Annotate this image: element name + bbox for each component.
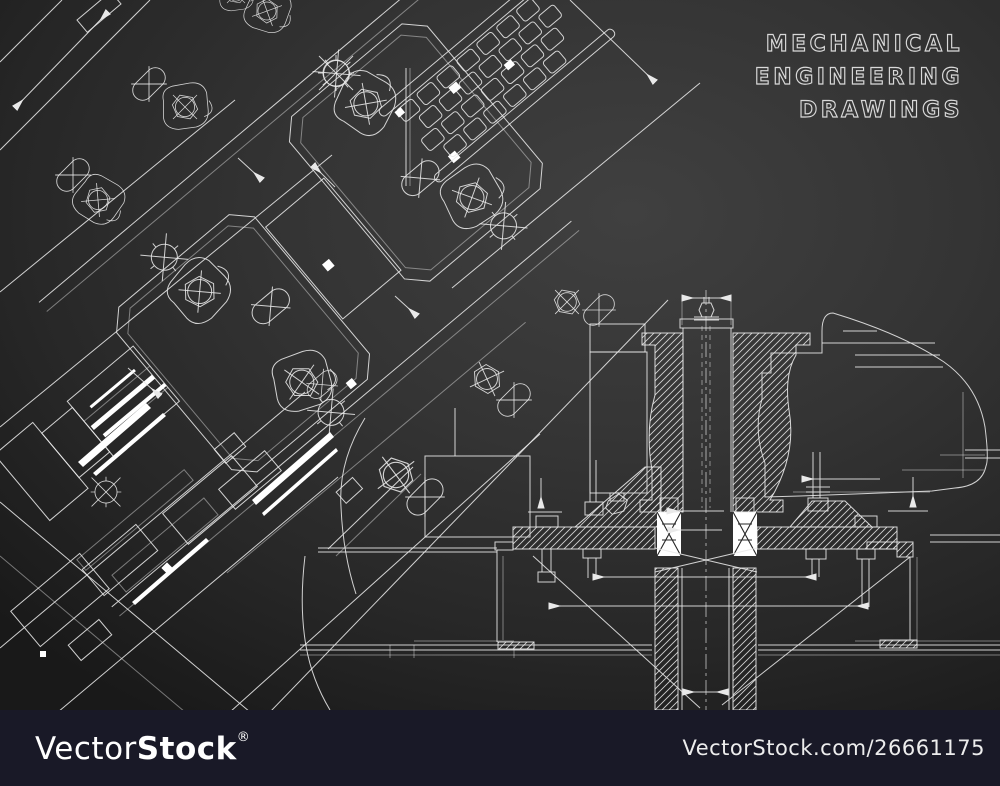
- title-line-3: DRAWINGS: [798, 97, 963, 123]
- vertical-spindle-section-view: [231, 290, 1000, 710]
- corner-dimension-lines: [0, 0, 701, 428]
- lower-spindle-detail-view: [0, 367, 422, 710]
- logo-suffix: Stock: [136, 730, 237, 767]
- blueprint-drawing: [0, 0, 1000, 710]
- title-block: MECHANICAL ENGINEERING DRAWINGS: [754, 28, 963, 127]
- vectorstock-url: VectorStock.com/26661175: [682, 736, 985, 760]
- registered-mark: ®: [236, 729, 251, 745]
- title-line-1: MECHANICAL: [765, 31, 963, 57]
- title-line-2: ENGINEERING: [754, 64, 963, 90]
- watermark-bar: VectorStock® VectorStock.com/26661175: [0, 710, 1000, 786]
- gear-stack-detail-view: [378, 0, 616, 183]
- logo-prefix: Vector: [35, 730, 137, 767]
- vectorstock-logo: VectorStock®: [35, 730, 250, 767]
